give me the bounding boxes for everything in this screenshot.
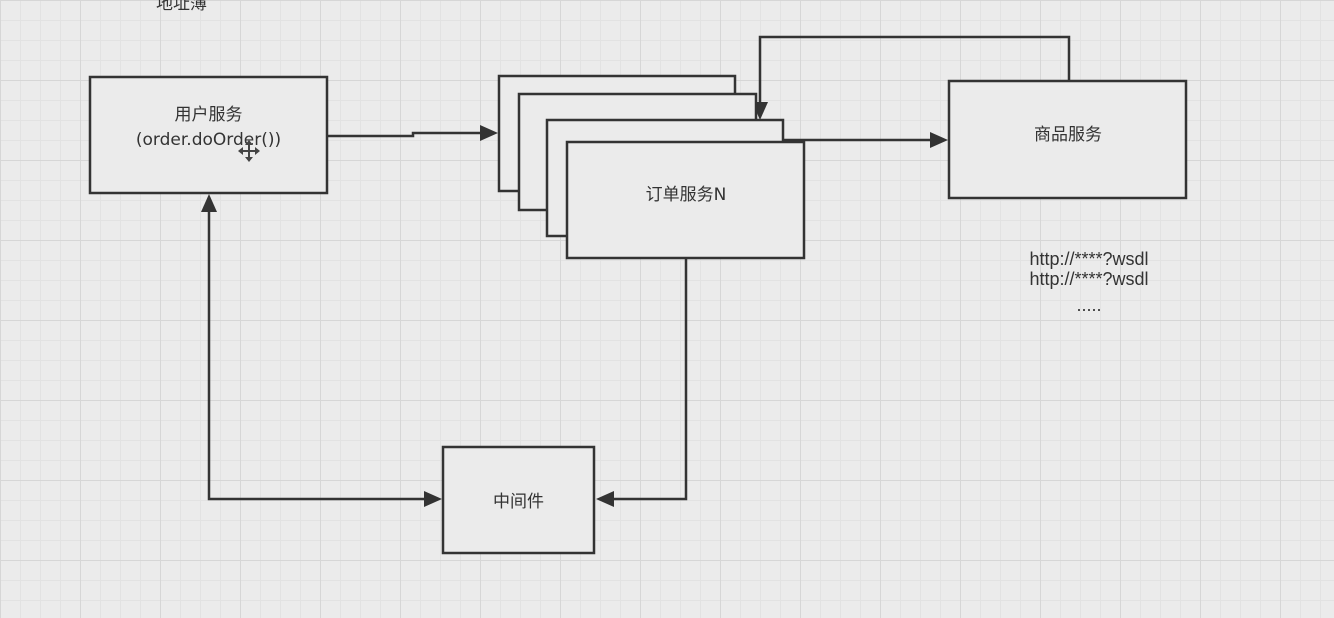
edge-middleware-user[interactable] [207,210,426,501]
user-service-node[interactable]: 用户服务 (order.doOrder()) [88,75,329,195]
middleware-node[interactable]: 中间件 [441,445,596,555]
order-service-stack[interactable]: 订单服务N [497,74,806,260]
edge-user-to-order[interactable] [328,131,482,138]
edge-product-to-order[interactable] [758,35,1071,104]
registry-url-line-2: http://****?wsdl [1029,269,1148,289]
edge-order-to-middleware[interactable] [612,258,688,501]
user-service-call: (order.doOrder()) [136,130,281,150]
product-service-node[interactable]: 商品服务 [947,79,1188,200]
edge-middleware-user-arrowhead-right [424,491,442,507]
order-service-instance-4[interactable] [565,140,806,260]
move-cursor-icon [238,140,260,162]
edge-user-to-order-arrowhead [480,125,498,141]
user-service-title: 用户服务 [175,105,243,125]
edge-order-to-product-arrowhead [930,132,948,148]
registry-url-list[interactable]: http://****?wsdl http://****?wsdl ..... [1029,249,1148,315]
middleware-title: 中间件 [493,492,544,512]
address-book-label: 地址薄 [156,0,207,14]
registry-url-line-1: http://****?wsdl [1029,249,1148,269]
product-service-title: 商品服务 [1034,125,1102,145]
edge-middleware-user-arrowhead-up [201,194,217,212]
order-service-title: 订单服务N [646,185,727,205]
edge-order-to-middleware-arrowhead [596,491,614,507]
registry-url-line-3: ..... [1076,295,1101,315]
